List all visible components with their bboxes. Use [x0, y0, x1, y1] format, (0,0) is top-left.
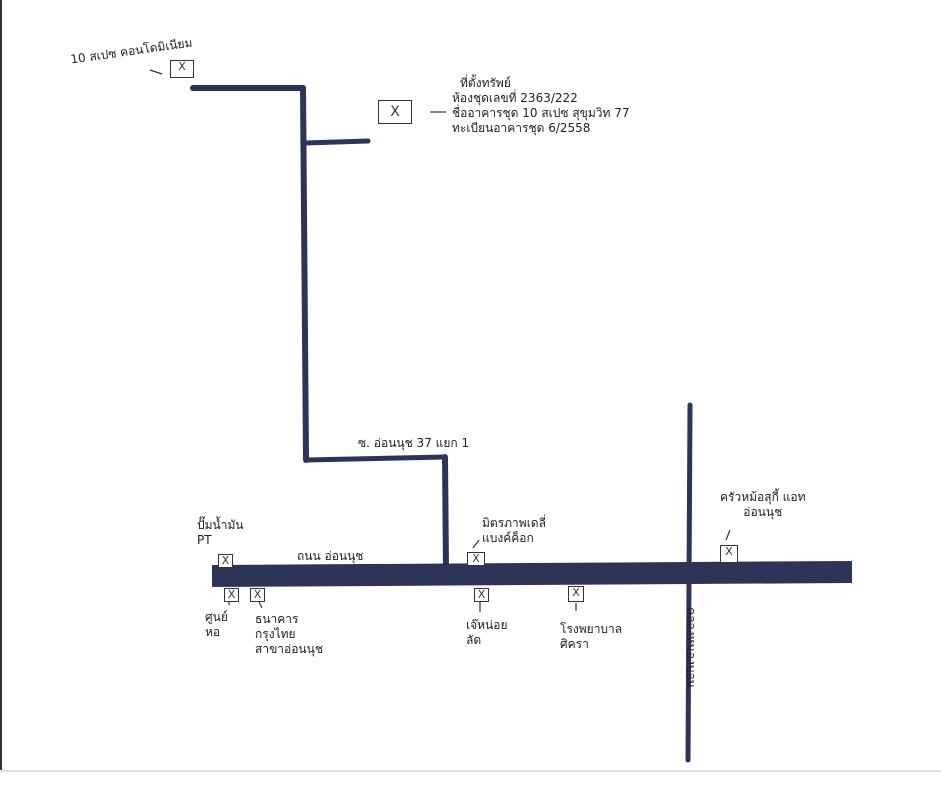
- mittraphap-label: มิตรภาพเดลี่แบงค์ค็อก: [482, 516, 546, 545]
- shop-marker: X: [474, 588, 489, 602]
- property-unit-no: ห้องชุดเลขที่ 2363/222: [452, 91, 578, 105]
- property-title: ที่ตั้งทรัพย์: [460, 76, 511, 90]
- condo-marker: X: [170, 60, 194, 78]
- shop-label: เจ๊หน่อยลัด: [466, 618, 508, 647]
- main-road-label: ถนน อ่อนนุช: [297, 549, 364, 563]
- property-registration: ทะเบียนอาคารชุด 6/2558: [452, 121, 591, 135]
- hospital-label: โรงพยาบาลศิครา: [560, 622, 623, 651]
- mittraphap-marker: X: [467, 552, 485, 566]
- suki-label: ครัวหม้อสุกี้ แอทอ่อนนุช: [720, 490, 806, 519]
- center-label: ศูนย์หอ: [205, 610, 228, 639]
- property-building: ชื่ออาคารชุด 10 สเปซ สุขุมวิท 77: [452, 106, 630, 120]
- hospital-marker: X: [568, 586, 584, 602]
- soi-label: ซ. อ่อนนุช 37 แยก 1: [358, 436, 470, 450]
- property-branch-road: [302, 138, 371, 146]
- bank-marker: X: [250, 588, 265, 602]
- property-info: ที่ตั้งทรัพย์ ห้องชุดเลขที่ 2363/222 ชื่…: [452, 76, 630, 136]
- soi-37-road: [303, 454, 448, 463]
- bank-label: ธนาคารกรุงไทยสาขาอ่อนนุช: [255, 612, 323, 656]
- gas-station-marker: X: [218, 554, 233, 568]
- property-marker: X: [378, 100, 412, 124]
- soi-vertical-road: [300, 85, 309, 463]
- onnut-main-road: [211, 561, 853, 587]
- soi-37-connector-road: [442, 454, 449, 573]
- canal-label: คลองหนองบอน: [683, 607, 698, 688]
- suki-marker: X: [720, 545, 738, 563]
- center-marker: X: [224, 588, 239, 602]
